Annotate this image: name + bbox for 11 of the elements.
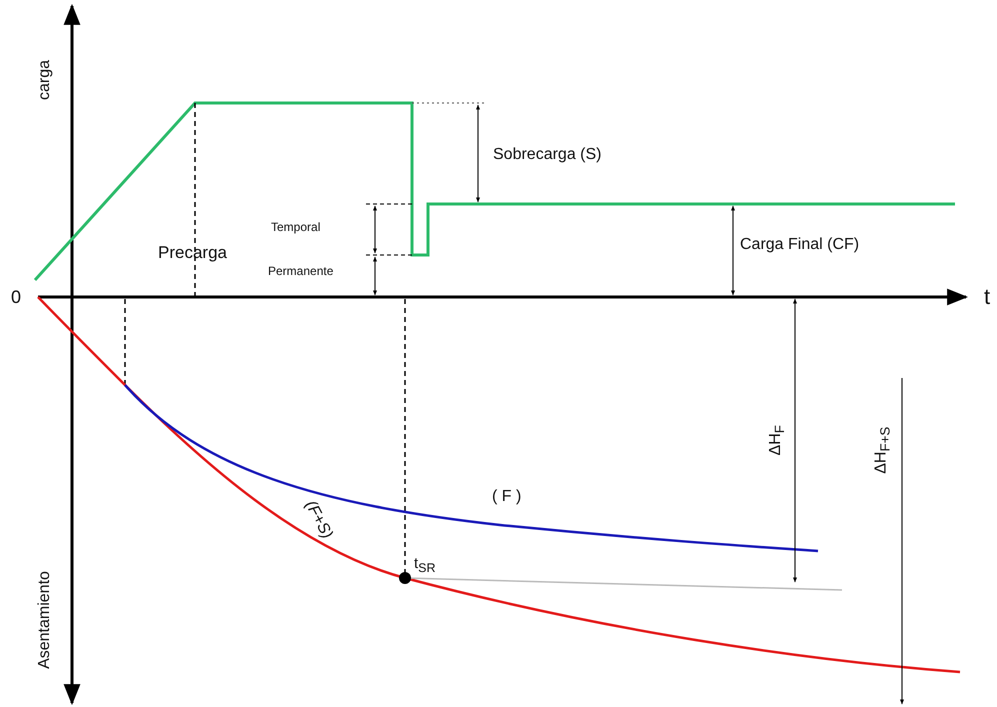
axis-label: carga [37,60,54,100]
dimension-label: Sobrecarga (S) [493,147,602,163]
axis-label: t [984,286,990,308]
axis-label: Asentamiento [36,571,53,669]
dimension-label: Carga Final (CF) [740,237,860,253]
dimension-label: Permanente [268,265,334,277]
dimension-label: Temporal [271,221,320,233]
origin-label: 0 [11,288,22,306]
point-label: t$_{SR}$ [414,556,436,574]
annotation-text: Precarga [158,244,227,260]
curve-label: ( F ) [492,489,522,505]
